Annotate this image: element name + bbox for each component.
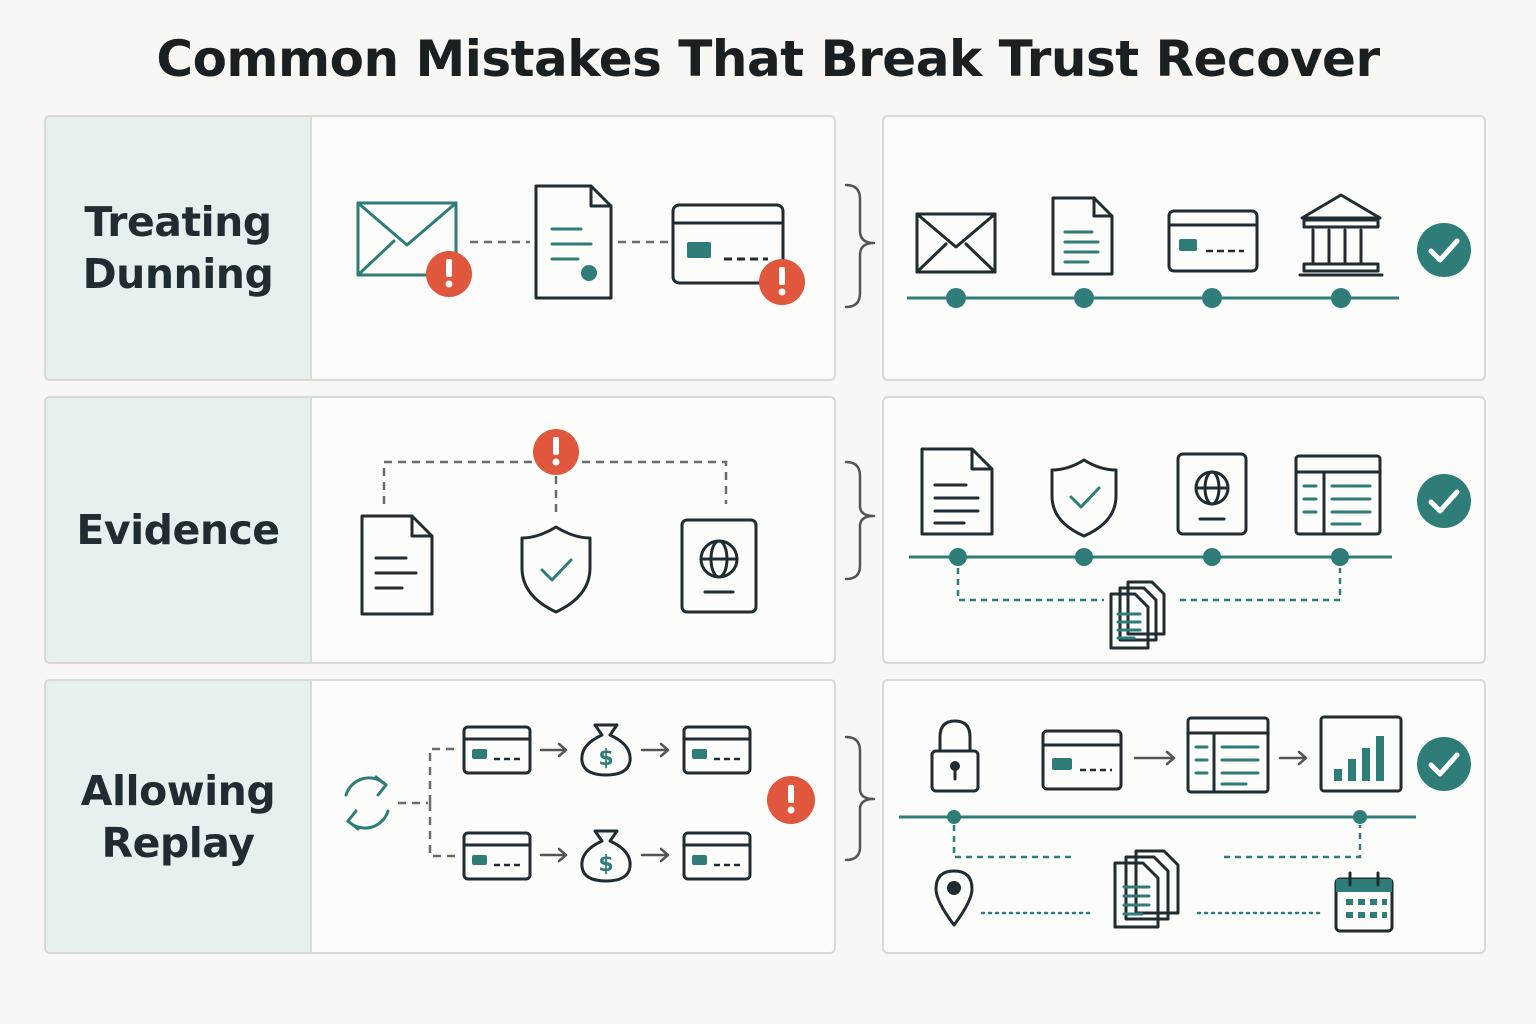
map-pin-icon bbox=[934, 869, 974, 927]
svg-text:$: $ bbox=[598, 746, 613, 771]
mistake-panel-dunning: Treating Dunning bbox=[44, 115, 836, 381]
mistake-panel-evidence: Evidence bbox=[44, 396, 836, 664]
shield-check-icon bbox=[520, 525, 592, 614]
brace-connector bbox=[844, 183, 876, 309]
fix-panel-replay bbox=[882, 679, 1486, 954]
ledger-icon bbox=[1294, 454, 1382, 536]
mistake-panel-replay: Allowing Replay $ bbox=[44, 679, 836, 954]
document-icon bbox=[920, 447, 994, 536]
fix-panel-dunning bbox=[882, 115, 1486, 381]
calendar-icon bbox=[1334, 871, 1394, 933]
document-icon bbox=[360, 514, 434, 616]
row-label-dunning: Treating Dunning bbox=[82, 198, 274, 298]
row-label-cell: Evidence bbox=[46, 398, 312, 662]
shield-check-icon bbox=[1050, 458, 1118, 538]
connector-line bbox=[382, 460, 728, 514]
credit-card-icon bbox=[462, 725, 532, 775]
arrow-icon bbox=[539, 742, 568, 758]
arrow-icon bbox=[640, 742, 670, 758]
bar-chart-icon bbox=[1319, 715, 1403, 793]
passport-icon bbox=[1176, 452, 1248, 536]
connector-line bbox=[398, 747, 460, 858]
alert-icon bbox=[767, 776, 815, 824]
document-icon bbox=[534, 184, 613, 300]
page-title: Common Mistakes That Break Trust Recover bbox=[156, 30, 1380, 88]
envelope-icon bbox=[356, 201, 458, 277]
alert-icon bbox=[759, 259, 805, 305]
stacked-documents-icon bbox=[1113, 849, 1180, 929]
row-label-cell: Allowing Replay bbox=[46, 681, 312, 952]
credit-card-icon bbox=[682, 831, 752, 881]
alert-icon bbox=[533, 429, 579, 475]
row-label-cell: Treating Dunning bbox=[46, 117, 312, 379]
alert-icon bbox=[426, 251, 472, 297]
document-icon bbox=[1051, 196, 1114, 276]
arrow-icon bbox=[1278, 750, 1308, 766]
credit-card-icon bbox=[462, 831, 532, 881]
brace-connector bbox=[844, 460, 876, 581]
brace-connector bbox=[844, 735, 876, 862]
ledger-icon bbox=[1186, 716, 1270, 794]
money-bag-icon: $ bbox=[580, 723, 632, 777]
timeline bbox=[907, 288, 1399, 308]
credit-card-icon bbox=[671, 203, 785, 285]
credit-card-icon bbox=[1167, 209, 1259, 273]
envelope-icon bbox=[915, 212, 997, 274]
arrow-icon bbox=[1133, 750, 1176, 766]
check-circle-icon bbox=[1417, 223, 1471, 277]
row-label-evidence: Evidence bbox=[76, 506, 280, 554]
fix-panel-evidence bbox=[882, 396, 1486, 664]
arrow-icon bbox=[640, 847, 670, 863]
arrow-icon bbox=[539, 847, 568, 863]
refresh-icon bbox=[344, 775, 390, 831]
credit-card-icon bbox=[1041, 729, 1123, 791]
timeline bbox=[909, 548, 1392, 602]
check-circle-icon bbox=[1417, 737, 1471, 791]
money-bag-icon: $ bbox=[580, 829, 632, 883]
passport-icon bbox=[680, 518, 758, 614]
bank-icon bbox=[1298, 193, 1384, 277]
timeline bbox=[899, 810, 1416, 915]
stacked-documents-icon bbox=[1109, 580, 1166, 650]
padlock-icon bbox=[930, 719, 980, 793]
check-circle-icon bbox=[1417, 474, 1471, 528]
credit-card-icon bbox=[682, 725, 752, 775]
row-label-replay: Allowing Replay bbox=[80, 766, 276, 867]
svg-text:$: $ bbox=[598, 852, 613, 877]
